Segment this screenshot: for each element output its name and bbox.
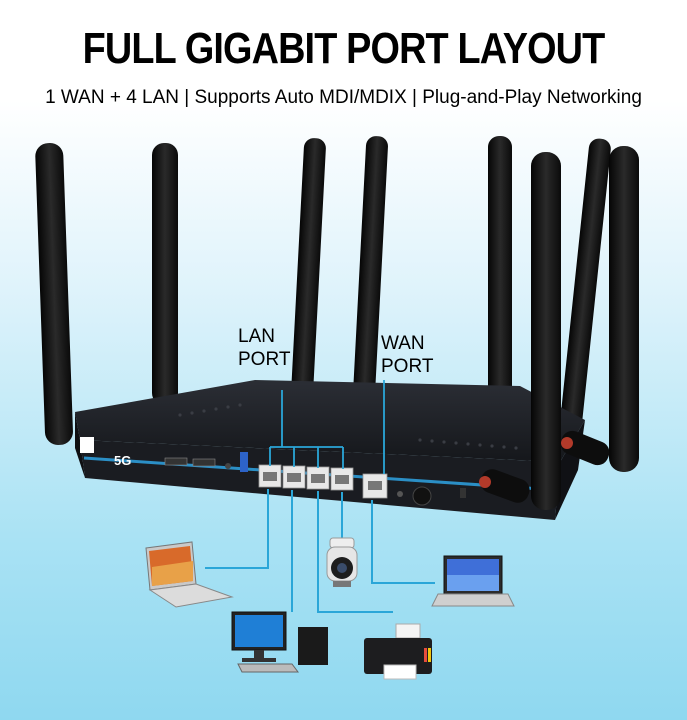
antenna [488,136,512,406]
laptop-mac-icon [145,541,234,608]
security-camera-icon [326,537,358,587]
usb-port [240,452,248,472]
antenna-connector [560,430,610,466]
antenna-group-back [152,136,611,428]
lan-label-line1: LAN [238,326,275,347]
connection-lines [205,489,435,613]
printer-icon [364,623,432,680]
antenna [291,138,326,396]
wan-label-line1: WAN [381,333,425,354]
lan-bracket [269,390,344,469]
laptop-icon [431,555,515,607]
antenna [353,136,388,396]
antenna [531,152,561,510]
wan-port [362,473,388,499]
antenna [609,146,639,472]
brand-logo [80,437,94,453]
antenna-group-front [35,143,639,510]
sim-slot [192,458,216,467]
lan-ports [258,464,354,491]
antenna [152,143,178,405]
dc-power-jack [412,486,432,506]
wan-port-label: WAN PORT [381,332,433,378]
5g-badge: 5G [114,453,131,468]
antenna [560,138,611,428]
page-subtitle: 1 WAN + 4 LAN | Supports Auto MDI/MDIX |… [45,87,642,108]
router-body: 5G [75,380,585,520]
reset-button [397,491,403,497]
antenna [35,143,73,445]
lan-label-line2: PORT [238,349,291,370]
lan-port-label: LAN PORT [238,325,290,371]
antenna-connector [479,469,530,503]
desktop-pc-icon [231,611,328,673]
page-title: FULL GIGABIT PORT LAYOUT [82,24,606,73]
wan-label-line2: PORT [381,356,434,377]
sim-slot [164,457,188,466]
